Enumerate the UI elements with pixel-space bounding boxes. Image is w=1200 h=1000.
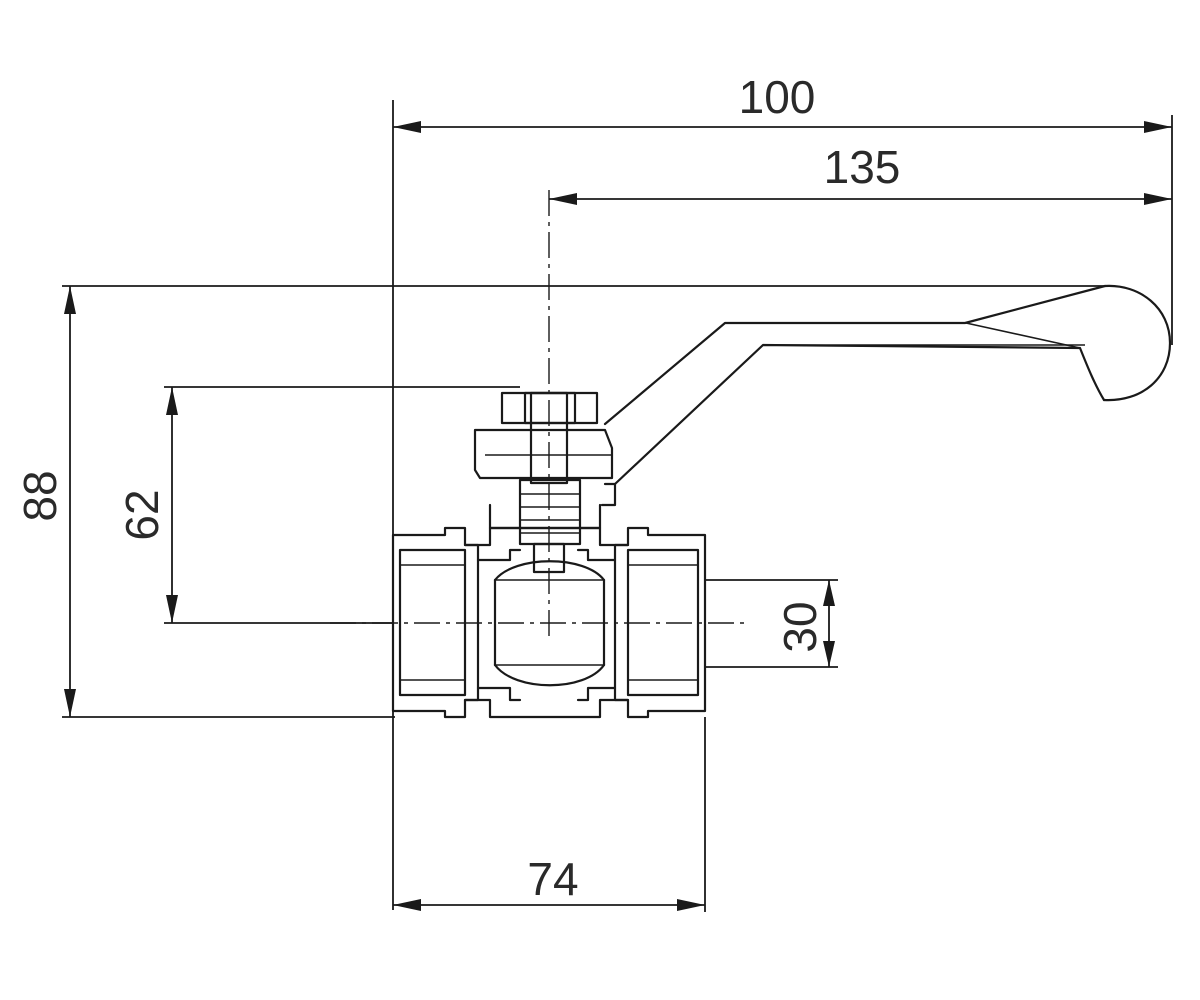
center-lines (330, 190, 745, 640)
valve-stem (473, 391, 614, 574)
dimension-half-height: 30 (705, 579, 838, 668)
dim-label-100: 100 (739, 71, 816, 123)
dimension-axis-to-stem: 62 (116, 386, 520, 624)
dimension-total-height: 88 (14, 285, 1110, 718)
dim-label-135: 135 (824, 141, 901, 193)
dim-label-74: 74 (527, 853, 578, 905)
dim-label-30: 30 (774, 601, 826, 652)
dimension-handle-reach: 135 (549, 141, 1172, 205)
dimension-overall-width: 100 (392, 71, 1173, 910)
dim-label-88: 88 (14, 470, 66, 521)
dim-label-62: 62 (116, 489, 168, 540)
lever-handle (600, 284, 1172, 507)
valve-body (391, 503, 707, 719)
dimension-body-length: 74 (393, 717, 706, 912)
